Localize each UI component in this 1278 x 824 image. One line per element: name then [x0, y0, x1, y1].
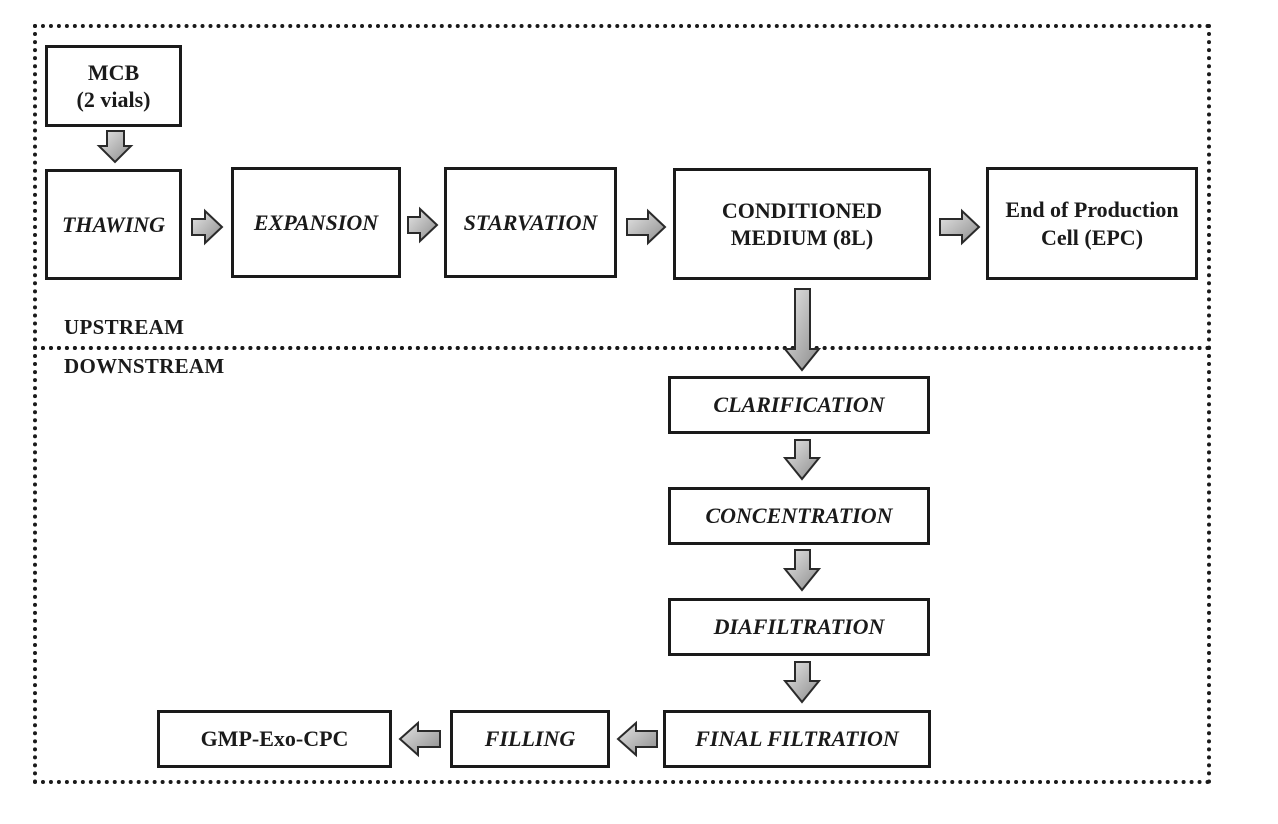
mcb-box: MCB (2 vials) — [45, 45, 182, 127]
diafiltration-box: DIAFILTRATION — [668, 598, 930, 656]
expansion-box: EXPANSION — [231, 167, 401, 278]
downstream-region — [33, 346, 1211, 784]
concentration-box: CONCENTRATION — [668, 487, 930, 545]
conditioned-medium-box: CONDITIONED MEDIUM (8L) — [673, 168, 931, 280]
gmp-exo-cpc-box: GMP-Exo-CPC — [157, 710, 392, 768]
thawing-box: THAWING — [45, 169, 182, 280]
final-filtration-box: FINAL FILTRATION — [663, 710, 931, 768]
downstream-label: DOWNSTREAM — [64, 354, 225, 378]
upstream-label: UPSTREAM — [64, 315, 185, 339]
epc-box: End of Production Cell (EPC) — [986, 167, 1198, 280]
filling-box: FILLING — [450, 710, 610, 768]
starvation-box: STARVATION — [444, 167, 617, 278]
clarification-box: CLARIFICATION — [668, 376, 930, 434]
